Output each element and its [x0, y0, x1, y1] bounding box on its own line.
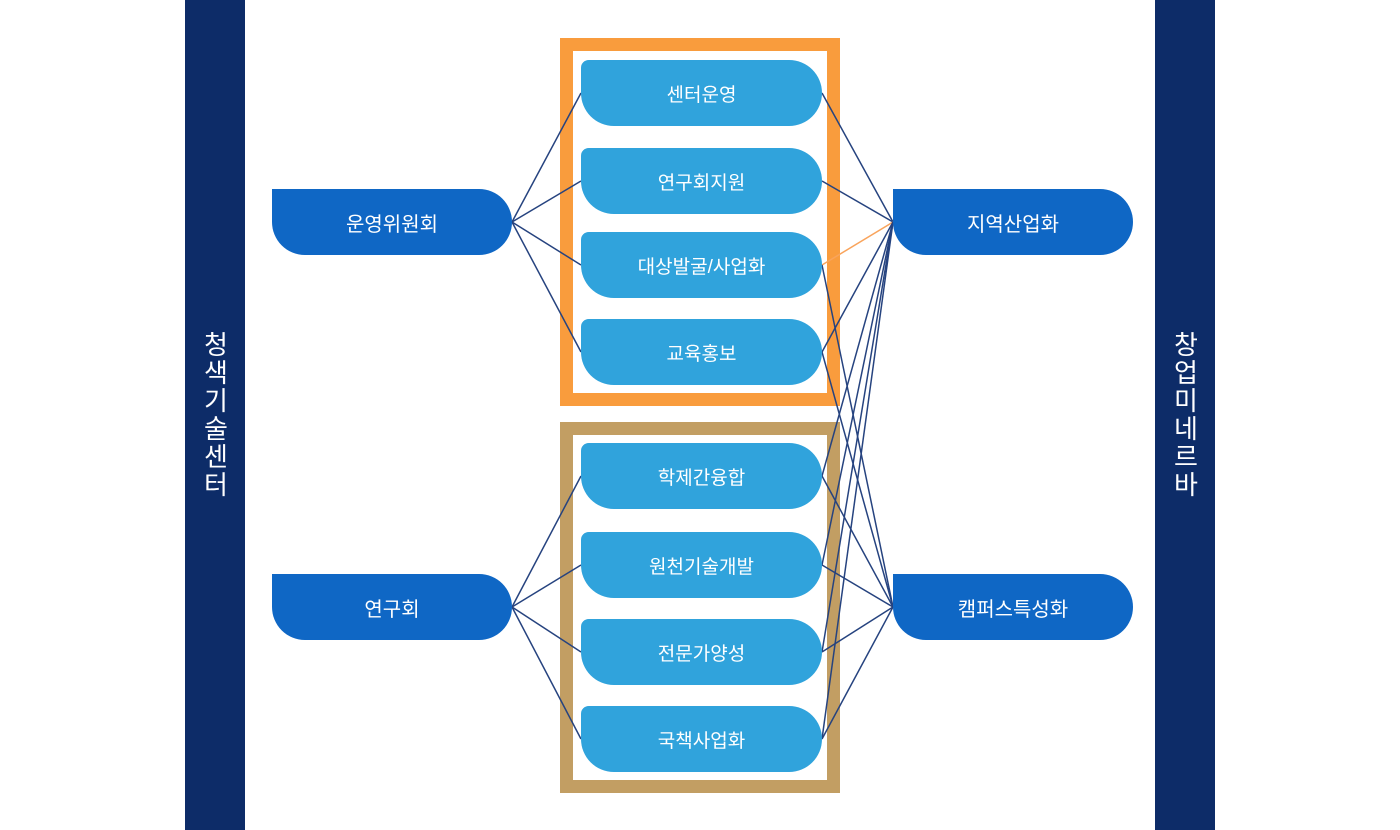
pill-label: 학제간융합 — [657, 467, 746, 489]
edge-line — [821, 264, 894, 608]
edge-line — [511, 475, 582, 608]
edge-line — [821, 564, 894, 608]
pill-label: 연구회지원 — [657, 172, 746, 194]
node-label: 연구회 — [364, 598, 420, 621]
research-group-border — [560, 422, 840, 793]
pill-center-ops: 센터운영 — [581, 60, 822, 126]
pill-discovery: 대상발굴/사업화 — [581, 232, 822, 298]
node-research-society: 연구회 — [272, 574, 512, 640]
edge-line — [821, 221, 894, 353]
edge-line — [821, 606, 894, 740]
right-sidebar-title: 창업미네르바 — [1169, 331, 1200, 499]
edge-line — [821, 475, 894, 608]
edge-line — [821, 180, 894, 223]
pill-label: 원천기술개발 — [649, 556, 754, 578]
edge-line — [511, 606, 582, 740]
pill-interdisciplinary: 학제간융합 — [581, 443, 822, 509]
pill-label: 교육홍보 — [666, 343, 737, 365]
pill-research-support: 연구회지원 — [581, 148, 822, 214]
pill-core-tech: 원천기술개발 — [581, 532, 822, 598]
pill-label: 대상발굴/사업화 — [637, 256, 766, 278]
pill-label: 국책사업화 — [657, 730, 746, 752]
node-label: 지역산업화 — [967, 213, 1059, 236]
node-label: 캠퍼스특성화 — [957, 598, 1069, 621]
pill-expert: 전문가양성 — [581, 619, 822, 685]
edge-line — [821, 606, 894, 653]
edge-line — [511, 606, 582, 653]
pill-label: 센터운영 — [666, 84, 737, 106]
left-sidebar: 청색기술센터 — [185, 0, 245, 830]
operations-group-border — [560, 38, 840, 406]
node-campus-specialization: 캠퍼스특성화 — [893, 574, 1133, 640]
node-label: 운영위원회 — [346, 213, 438, 236]
pill-label: 전문가양성 — [657, 643, 746, 665]
edge-line — [821, 92, 894, 223]
right-sidebar: 창업미네르바 — [1155, 0, 1215, 830]
edge-line — [821, 221, 894, 477]
edge-line — [821, 221, 894, 566]
node-regional-industrialization: 지역산업화 — [893, 189, 1133, 255]
left-sidebar-title: 청색기술센터 — [199, 331, 230, 499]
edge-line — [511, 221, 582, 266]
edge-line — [511, 221, 582, 353]
node-steering-committee: 운영위원회 — [272, 189, 512, 255]
edge-line — [511, 180, 582, 223]
edge-line — [821, 351, 894, 608]
edge-line — [821, 221, 894, 266]
edge-line — [511, 564, 582, 608]
pill-edu-pr: 교육홍보 — [581, 319, 822, 385]
edge-line — [511, 92, 582, 223]
pill-national: 국책사업화 — [581, 706, 822, 772]
